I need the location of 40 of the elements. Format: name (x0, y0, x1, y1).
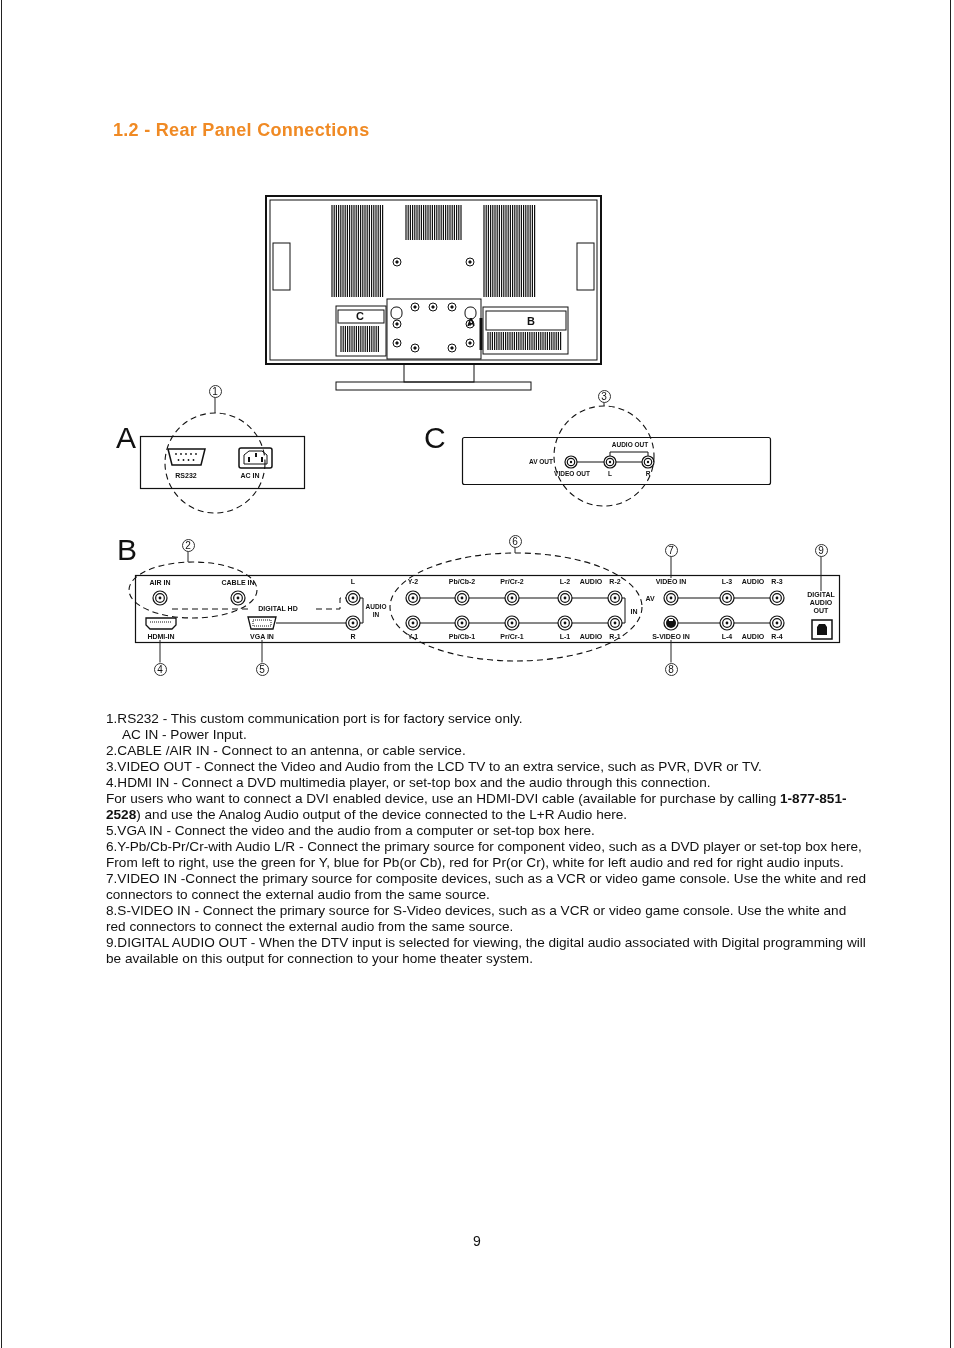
description-paragraph: 4.HDMI IN - Connect a DVD multimedia player, or set-top box and the audio through this connection. (106, 775, 712, 791)
dashed-ellipse (128, 561, 258, 619)
callout-number: 2 (181, 538, 195, 552)
callout-number: 7 (664, 543, 678, 557)
section-title: 1.2 - Rear Panel Connections (113, 120, 370, 141)
dashed-ellipse (553, 405, 655, 507)
panel-letter: C (424, 423, 446, 453)
callout-number: 8 (664, 662, 678, 676)
description-paragraph: 5.VGA IN - Connect the video and the audio from a computer or set-top box here. (106, 823, 596, 839)
description-paragraph: 1.RS232 - This custom communication port is for factory service only. (106, 711, 524, 727)
description-paragraph: AC IN - Power Input. (121, 727, 248, 743)
description-paragraph: 6.Y-Pb/Cb-Pr/Cr-with Audio L/R - Connect the primary source for component video, such as a DVD player or set-top box here, From left to right, use the green for Y, blue for Pb(or Cb), red for Pr(or Cr), white for left audio and red for right audio inputs. (106, 839, 863, 871)
panel-letter: B (117, 535, 137, 565)
page-number: 9 (473, 1233, 481, 1249)
description-paragraph: 7.VIDEO IN -Connect the primary source for composite devices, such as a VCR or video game console. Use the white and red connectors to connect the external audio from the same source. (106, 871, 868, 903)
description-paragraph: 8.S-VIDEO IN - Connect the primary source for S-Video devices, such as a VCR or video game console. Use the white and red connectors to connect the external audio from the same source. (106, 903, 848, 935)
description-paragraph: 3.VIDEO OUT - Connect the Video and Audio from the LCD TV to an extra service, such as PVR, DVR or TV. (106, 759, 763, 775)
callout-number: 5 (255, 662, 269, 676)
callout-number: 3 (597, 389, 611, 403)
leader-line (159, 639, 161, 663)
callout-number: 6 (508, 534, 522, 548)
callout-number: 4 (153, 662, 167, 676)
dashed-ellipse (389, 552, 643, 662)
leader-line (514, 547, 516, 554)
description-paragraph: 2.CABLE /AIR IN - Connect to an antenna, or cable service. (106, 743, 467, 759)
callout-number: 1 (208, 384, 222, 398)
leader-line (214, 397, 216, 414)
dashed-ellipse (164, 412, 266, 514)
leader-line (820, 556, 822, 592)
leader-line (670, 556, 672, 579)
leader-line (603, 402, 605, 407)
description-paragraph: For users who want to connect a DVI enabled device, use an HDMI-DVI cable (available for purchase by calling 1-877-851-2528) and use the Analog Audio output of the device connected to the L+R Audio here. (106, 791, 848, 823)
leader-line (187, 551, 189, 563)
view-letter: C (356, 311, 364, 322)
leader-line (261, 639, 263, 663)
panel-letter: A (116, 423, 136, 453)
callout-number: 9 (814, 543, 828, 557)
description-paragraph: 9.DIGITAL AUDIO OUT - When the DTV input is selected for viewing, the digital audio associated with Digital programming will be available on this output for connection to your home theater system. (106, 935, 867, 967)
view-letter: B (527, 316, 535, 327)
leader-line (670, 639, 672, 663)
